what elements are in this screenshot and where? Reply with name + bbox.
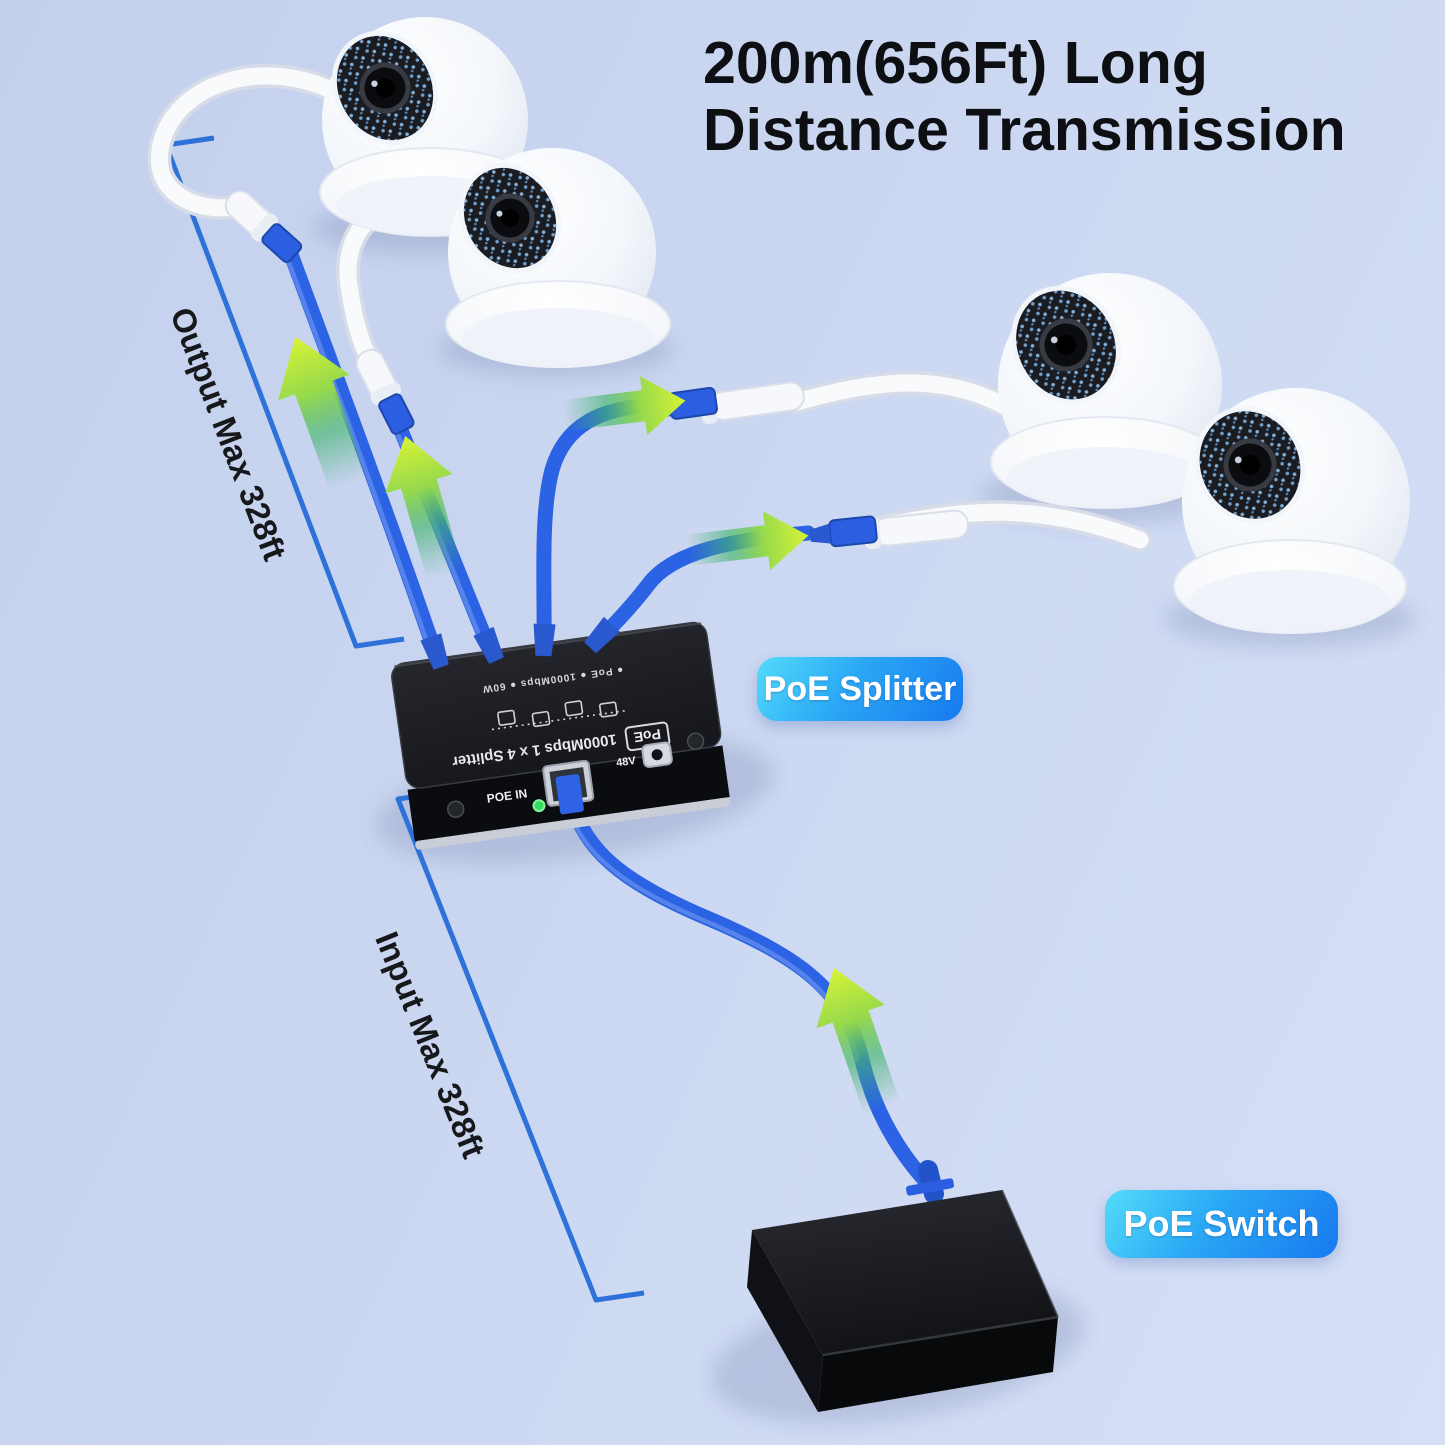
camera-1-pigtail-cable	[147, 63, 347, 220]
switch-top-face	[752, 1190, 1058, 1355]
cable-boots	[420, 616, 620, 670]
poe-in-label: POE IN	[486, 786, 528, 806]
rj45-plug-icon	[261, 223, 303, 263]
port-icon	[564, 700, 584, 717]
dome-camera-3	[990, 273, 1222, 509]
port-icon	[531, 710, 551, 728]
switch-right-edge	[1001, 1189, 1059, 1318]
rj45-plug-icon	[378, 393, 415, 435]
poe-switch-device	[747, 1160, 1059, 1412]
poe-in-port	[542, 759, 595, 815]
switch-front-face	[818, 1317, 1058, 1412]
screw-icon	[446, 732, 705, 819]
lens-glint	[1050, 336, 1058, 344]
rj45-plug-camera-4	[809, 515, 878, 548]
ethernet-cable-output-1	[281, 241, 444, 663]
ethernet-cable-output-3	[536, 397, 662, 654]
flow-arrow-4	[684, 506, 812, 580]
title-line-2: Distance Transmission	[703, 96, 1346, 163]
lens-glint	[1234, 456, 1242, 464]
camera-base-rim	[462, 308, 654, 368]
title-line-1: 200m(656Ft) Long	[703, 30, 1208, 96]
rj45-coupler-camera-1	[224, 190, 303, 263]
lens-glint	[371, 80, 378, 87]
lens-glint	[496, 210, 503, 217]
switch-left-face	[747, 1230, 823, 1412]
camera-base-rim	[1007, 447, 1203, 509]
camera-lens-assembly	[1194, 406, 1306, 524]
switch-front-edge	[822, 1315, 1059, 1357]
output-measure-bracket	[163, 135, 405, 649]
rj45-coupler-camera-4	[863, 509, 969, 550]
dome-camera-2	[445, 148, 671, 368]
camera-3-pigtail-cable	[785, 371, 1027, 424]
camera-base-rim	[1190, 570, 1390, 634]
power-input-label: 48V	[615, 755, 637, 770]
splitter-brand-logo: PoE	[633, 726, 662, 746]
page-title: 200m(656Ft) Long Distance Transmission	[703, 30, 1423, 163]
rj45-coupler-camera-2	[355, 348, 415, 435]
port-icon	[497, 709, 516, 726]
dome-camera-4	[1173, 388, 1410, 634]
dc-power-jack	[641, 741, 673, 768]
port-icon	[598, 701, 618, 718]
switch-cable-flange	[905, 1178, 955, 1196]
ethernet-cable-input	[563, 792, 938, 1194]
splitter-bottom-rim	[415, 797, 731, 850]
rj45-plug-icon	[555, 774, 584, 815]
camera-lens-assembly	[458, 162, 562, 274]
poe-switch-badge: PoE Switch	[1105, 1190, 1338, 1258]
camera-lens-assembly	[1011, 285, 1121, 405]
power-led	[532, 799, 546, 813]
poe-splitter-badge: PoE Splitter	[757, 657, 963, 721]
camera-lens-assembly	[331, 30, 439, 146]
poe-splitter-device: ● PoE ● 1000Mbps ● 60W PoE 1000Mbps 1 x …	[391, 616, 731, 850]
